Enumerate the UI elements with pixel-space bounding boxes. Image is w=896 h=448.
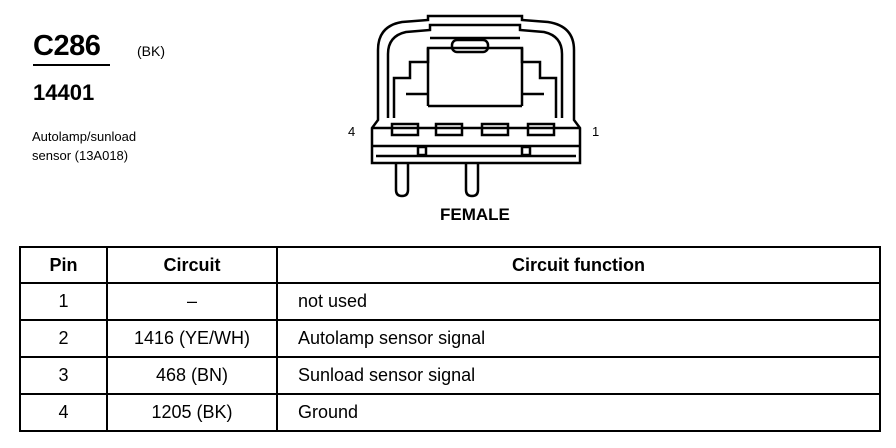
cell-function: Autolamp sensor signal: [276, 319, 881, 358]
header-pin: Pin: [19, 246, 108, 284]
table-row: 2 1416 (YE/WH) Autolamp sensor signal: [19, 319, 881, 358]
terminal-cavity-2: [480, 122, 510, 137]
cell-pin: 2: [19, 319, 108, 358]
table-row: 1 – not used: [19, 282, 881, 321]
table-header-row: Pin Circuit Circuit function: [19, 246, 881, 284]
connector-id: C286: [33, 30, 101, 62]
connector-color: (BK): [137, 43, 165, 59]
cell-circuit: 468 (BN): [106, 356, 278, 395]
component-line-2: sensor (13A018): [32, 148, 129, 163]
connector-id-underline: [33, 64, 110, 66]
cell-function: not used: [276, 282, 881, 321]
connector-face-diagram: 4 1: [348, 14, 599, 198]
cell-pin: 4: [19, 393, 108, 432]
terminal-cavity-1: [526, 122, 556, 137]
pin-label-right: 1: [592, 124, 599, 139]
pin-label-left: 4: [348, 124, 355, 139]
cell-function: Sunload sensor signal: [276, 356, 881, 395]
component-line-1: Autolamp/sunload: [32, 129, 137, 144]
pin-table: Pin Circuit Circuit function 1 – not use…: [19, 246, 881, 432]
harness-number: 14401: [33, 80, 95, 105]
table-row: 3 468 (BN) Sunload sensor signal: [19, 356, 881, 395]
table-row: 4 1205 (BK) Ground: [19, 393, 881, 432]
header-circuit-function: Circuit function: [276, 246, 881, 284]
cell-function: Ground: [276, 393, 881, 432]
terminal-cavity-3: [434, 122, 464, 137]
cell-pin: 1: [19, 282, 108, 321]
connector-gender: FEMALE: [440, 205, 510, 224]
connector-housing: [370, 14, 582, 198]
cell-circuit: 1205 (BK): [106, 393, 278, 432]
cell-circuit: 1416 (YE/WH): [106, 319, 278, 358]
cell-circuit: –: [106, 282, 278, 321]
terminal-cavity-4: [390, 122, 420, 137]
header-circuit: Circuit: [106, 246, 278, 284]
cell-pin: 3: [19, 356, 108, 395]
component-description: Autolamp/sunload sensor (13A018): [32, 127, 136, 165]
